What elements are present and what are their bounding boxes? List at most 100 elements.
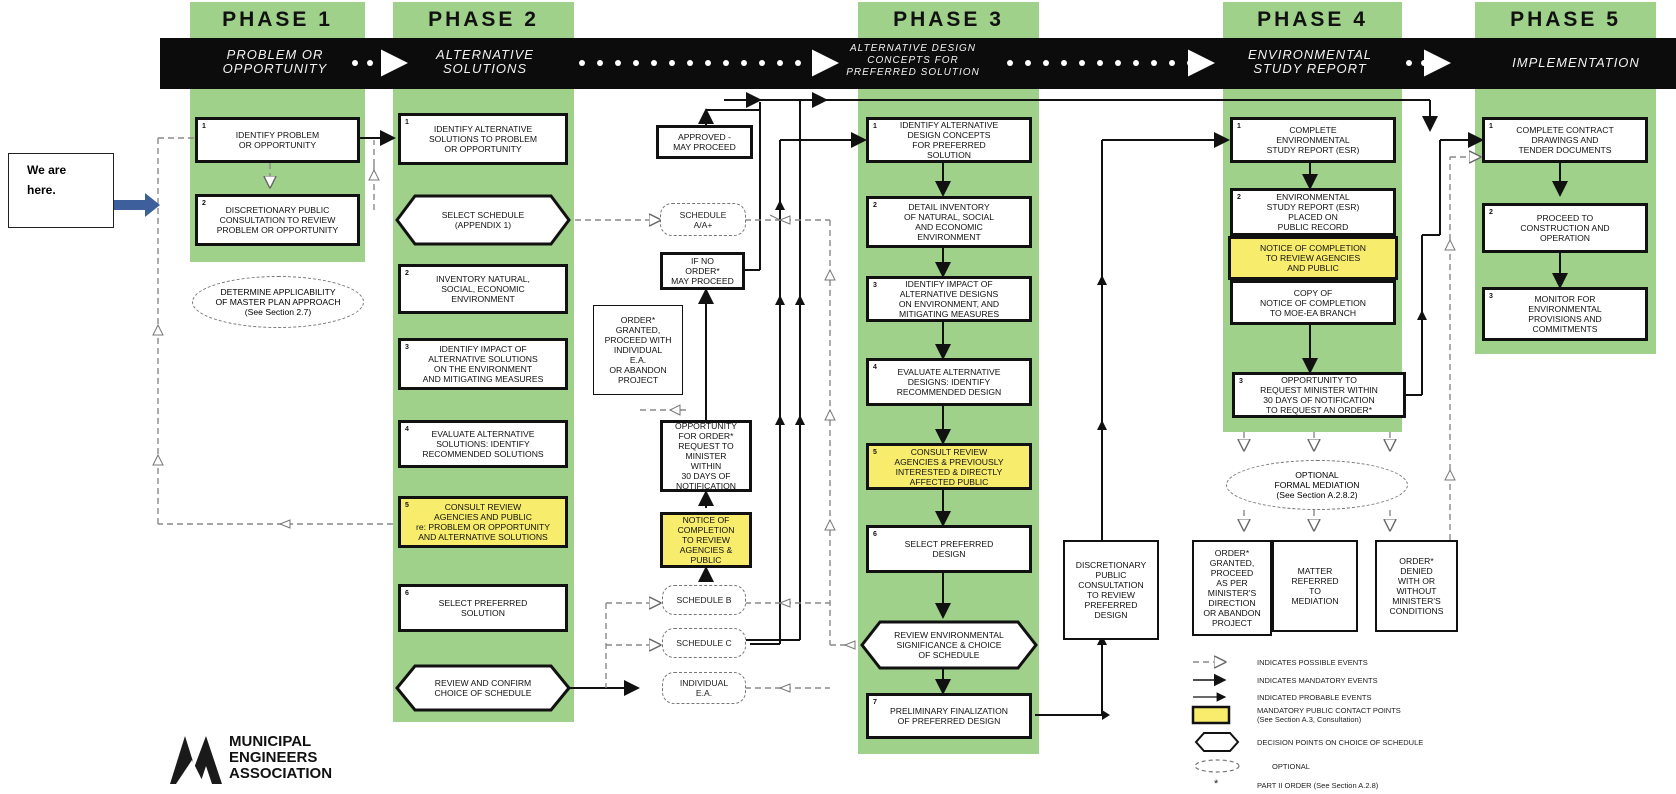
p4-opportunity-request: 3 OPPORTUNITY TO REQUEST MINISTER WITHIN … (1232, 372, 1406, 418)
p5-step-num: 1 (1489, 123, 1493, 130)
p3-identify-concepts-label: IDENTIFY ALTERNATIVE DESIGN CONCEPTS FOR… (899, 120, 999, 160)
p4-order-denied: ORDER* DENIED WITH OR WITHOUT MINISTER'S… (1375, 540, 1458, 632)
band-phase2: ALTERNATIVE SOLUTIONS (436, 47, 534, 76)
p2-review-confirm-label: REVIEW AND CONFIRM CHOICE OF SCHEDULE (434, 678, 532, 698)
p2-identify-impact-label: IDENTIFY IMPACT OF ALTERNATIVE SOLUTIONS… (422, 344, 544, 384)
p5-proceed-label: PROCEED TO CONSTRUCTION AND OPERATION (1520, 213, 1610, 243)
phase2-title: PHASE 2 (428, 8, 539, 31)
p2-select-schedule-label: SELECT SCHEDULE (APPENDIX 1) (441, 210, 525, 230)
p4-optional-mediation: OPTIONAL FORMAL MEDIATION (See Section A… (1226, 460, 1408, 510)
p4-step-num: 1 (1237, 123, 1241, 130)
p1-identify-problem-label: IDENTIFY PROBLEM OR OPPORTUNITY (235, 130, 320, 150)
p4-step-num: 2 (1237, 194, 1241, 201)
p3-step-num: 1 (873, 123, 877, 130)
order-granted-individual-ea: ORDER* GRANTED, PROCEED WITH INDIVIDUAL … (593, 305, 683, 395)
p2-step-num: 3 (405, 344, 409, 351)
mea-logo-text: MUNICIPAL ENGINEERS ASSOCIATION (229, 733, 333, 782)
legend-probable: INDICATED PROBABLE EVENTS (1257, 693, 1372, 702)
approved-may-proceed: APPROVED - MAY PROCEED (656, 125, 753, 159)
individual-ea: INDIVIDUAL E.A. (662, 672, 746, 704)
phase4-title: PHASE 4 (1257, 8, 1368, 31)
p3-detail-inventory-label: DETAIL INVENTORY OF NATURAL, SOCIAL AND … (903, 202, 995, 242)
p5-step-num: 3 (1489, 293, 1493, 300)
p2-step-num: 5 (405, 502, 409, 509)
p2-step-num: 2 (405, 270, 409, 277)
p4-copy-notice-moe: COPY OF NOTICE OF COMPLETION TO MOE-EA B… (1230, 280, 1396, 325)
band-phase1: PROBLEM OR OPPORTUNITY (222, 47, 328, 76)
mea-logo-mark (170, 736, 222, 784)
legend-mandatory: INDICATES MANDATORY EVENTS (1257, 676, 1378, 685)
p3-step-num: 4 (873, 364, 877, 371)
p2-evaluate-label: EVALUATE ALTERNATIVE SOLUTIONS: IDENTIFY… (422, 429, 544, 459)
p2-select-schedule-decision: SELECT SCHEDULE (APPENDIX 1) (395, 194, 571, 246)
p3-review-environmental-label: REVIEW ENVIRONMENTAL SIGNIFICANCE & CHOI… (894, 630, 1004, 660)
p4-opportunity-label: OPPORTUNITY TO REQUEST MINISTER WITHIN 3… (1260, 375, 1378, 415)
p3-review-environmental-decision: REVIEW ENVIRONMENTAL SIGNIFICANCE & CHOI… (860, 620, 1038, 670)
p2-identify-impact: 3 IDENTIFY IMPACT OF ALTERNATIVE SOLUTION… (398, 338, 568, 390)
p3-identify-impact-label: IDENTIFY IMPACT OF ALTERNATIVE DESIGNS O… (898, 279, 1000, 319)
p4-notice-of-completion: NOTICE OF COMPLETION TO REVIEW AGENCIES … (1228, 236, 1398, 280)
p4-matter-referred: MATTER REFERRED TO MEDIATION (1272, 540, 1358, 632)
p3-detail-inventory: 2 DETAIL INVENTORY OF NATURAL, SOCIAL AND… (866, 196, 1032, 248)
p2-review-confirm-decision: REVIEW AND CONFIRM CHOICE OF SCHEDULE (395, 664, 571, 712)
p2-consult-agencies: 5 CONSULT REVIEW AGENCIES AND PUBLIC re: … (398, 496, 568, 548)
p2-evaluate-alternatives: 4 EVALUATE ALTERNATIVE SOLUTIONS: IDENTIF… (398, 420, 568, 468)
p3-step-num: 2 (873, 202, 877, 209)
schedule-aa: SCHEDULE A/A+ (660, 203, 746, 236)
p3-consult-label: CONSULT REVIEW AGENCIES & PREVIOUSLY INT… (894, 446, 1004, 487)
legend-optional: OPTIONAL (1272, 762, 1310, 771)
band-phase3: ALTERNATIVE DESIGN CONCEPTS FOR PREFERRE… (846, 43, 980, 78)
p2-step-num: 4 (405, 426, 409, 433)
p3-evaluate-label: EVALUATE ALTERNATIVE DESIGNS: IDENTIFY R… (896, 367, 1002, 397)
notice-of-completion: NOTICE OF COMPLETION TO REVIEW AGENCIES … (660, 512, 752, 568)
if-no-order: IF NO ORDER* MAY PROCEED (660, 252, 745, 290)
legend-contact-points: MANDATORY PUBLIC CONTACT POINTS (See Sec… (1257, 706, 1401, 724)
p2-consult-label: CONSULT REVIEW AGENCIES AND PUBLIC re: P… (415, 502, 551, 542)
callout-arrow (108, 193, 160, 217)
p3-identify-impact: 3 IDENTIFY IMPACT OF ALTERNATIVE DESIGNS … (866, 276, 1032, 322)
p3-step-num: 6 (873, 531, 877, 538)
p4-order-granted: ORDER* GRANTED, PROCEED AS PER MINISTER'… (1192, 540, 1272, 636)
band-dots (352, 60, 1427, 66)
legend-part2-order: PART II ORDER (See Section A.2.8) (1257, 781, 1379, 790)
p5-step-num: 2 (1489, 209, 1493, 216)
p1-discretionary-label: DISCRETIONARY PUBLIC CONSULTATION TO REV… (216, 205, 339, 235)
p2-select-preferred-label: SELECT PREFERRED SOLUTION (438, 598, 528, 618)
phase1-title: PHASE 1 (222, 8, 333, 31)
p3-step-num: 3 (873, 282, 877, 289)
opportunity-for-order: OPPORTUNITY FOR ORDER* REQUEST TO MINIST… (660, 420, 752, 492)
band-phase5: IMPLEMENTATION (1512, 55, 1640, 70)
p4-complete-esr: 1 COMPLETE ENVIRONMENTAL STUDY REPORT (ES… (1230, 117, 1396, 163)
p3-evaluate-designs: 4 EVALUATE ALTERNATIVE DESIGNS: IDENTIFY … (866, 358, 1032, 406)
p3-step-num: 5 (873, 449, 877, 456)
schedule-b: SCHEDULE B (662, 585, 746, 615)
legend-decision-points: DECISION POINTS ON CHOICE OF SCHEDULE (1257, 738, 1424, 747)
schedule-c: SCHEDULE C (662, 628, 746, 658)
p1-step-num: 2 (202, 200, 206, 207)
p3-preliminary-label: PRELIMINARY FINALIZATION OF PREFERRED DE… (890, 706, 1008, 726)
we-are-here-callout: We are here. (8, 153, 114, 228)
p2-step-num: 1 (405, 119, 409, 126)
p2-step-num: 6 (405, 590, 409, 597)
p3-identify-design-concepts: 1 IDENTIFY ALTERNATIVE DESIGN CONCEPTS FO… (866, 117, 1032, 163)
band-phase4: ENVIRONMENTAL STUDY REPORT (1248, 47, 1372, 76)
p4-complete-esr-label: COMPLETE ENVIRONMENTAL STUDY REPORT (ESR… (1266, 125, 1360, 155)
phase3-title: PHASE 3 (893, 8, 1004, 31)
p4-step-num: 3 (1239, 378, 1243, 385)
p5-monitor-environmental: 3 MONITOR FOR ENVIRONMENTAL PROVISIONS AN… (1482, 287, 1648, 341)
legend-star: * (1214, 778, 1219, 790)
p2-inventory-label: INVENTORY NATURAL, SOCIAL, ECONOMIC ENVI… (436, 274, 530, 304)
p5-monitor-label: MONITOR FOR ENVIRONMENTAL PROVISIONS AND… (1528, 294, 1602, 334)
